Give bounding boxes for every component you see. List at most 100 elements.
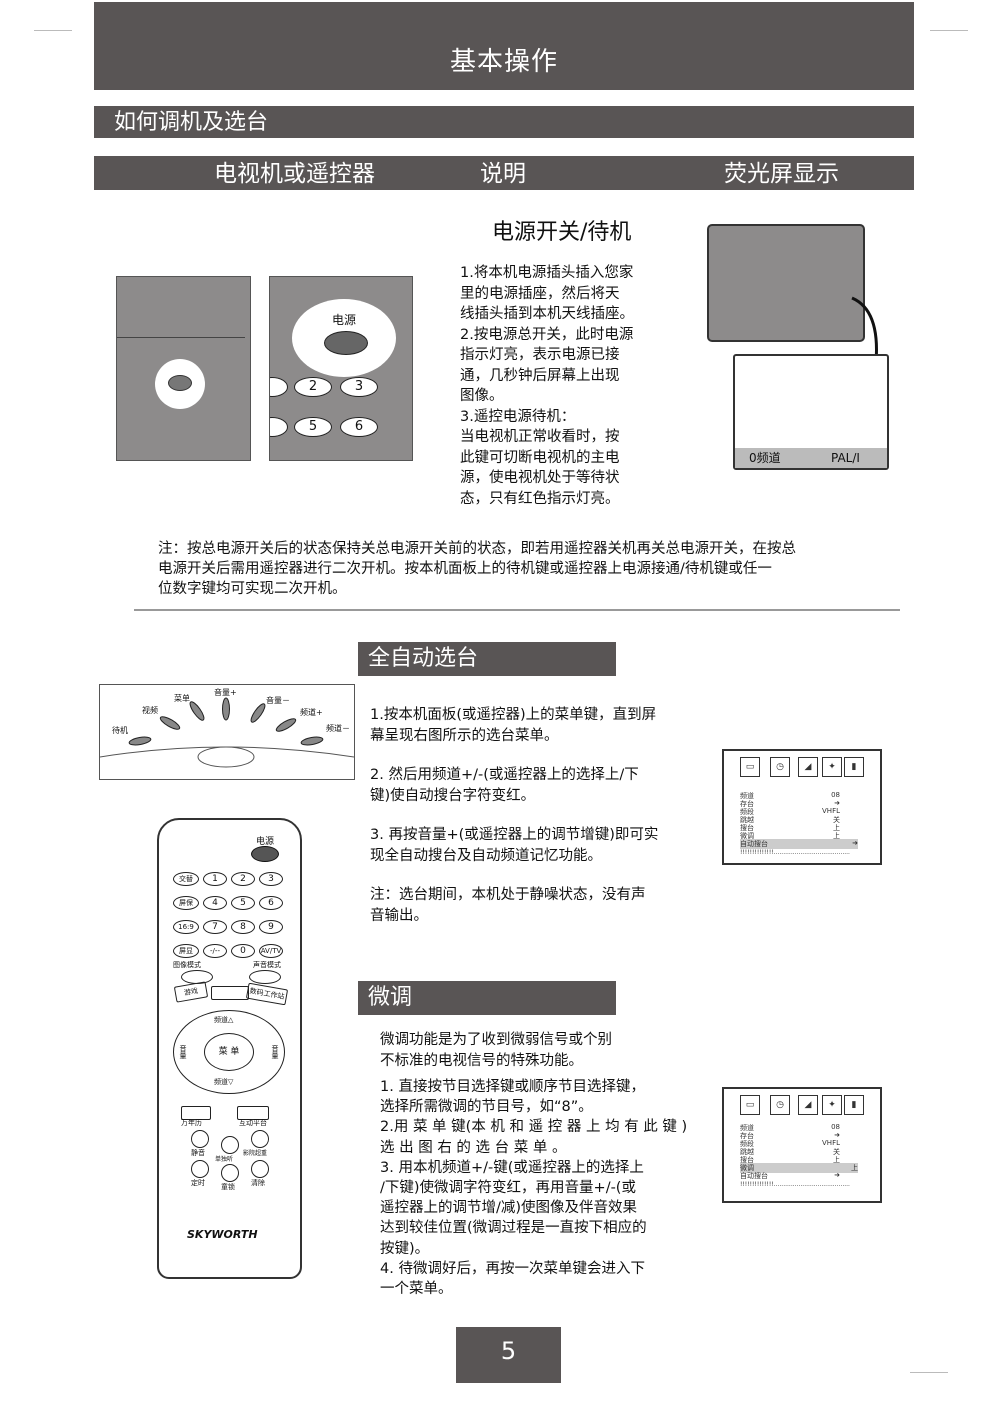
key-3[interactable]: 3 <box>340 377 378 397</box>
menu-item-label: 频段 <box>740 808 754 816</box>
power-title: 电源开关/待机 <box>492 220 632 245</box>
remote-key[interactable]: 0 <box>231 944 255 958</box>
mute-button[interactable] <box>191 1130 209 1148</box>
fine-tune-title: 微调 <box>368 985 413 1010</box>
panel-label-standby: 待机 <box>112 726 128 735</box>
remote-key[interactable]: 屏保 <box>173 896 199 910</box>
trim-mark <box>34 30 72 31</box>
menu-item-value: 上 <box>833 832 840 840</box>
progress-bar: !!!!!!!!!!!!!!..........................… <box>740 849 850 856</box>
remote-key[interactable]: 9 <box>259 920 283 934</box>
key-6[interactable]: 6 <box>340 417 378 437</box>
tv-side-image <box>116 276 251 461</box>
timer-label: 定时 <box>191 1179 205 1187</box>
screen-on: 0频道 PAL/I <box>733 354 889 470</box>
solo-listen-button[interactable] <box>221 1136 239 1154</box>
solo-listen-label: 单独听 <box>215 1156 234 1163</box>
remote-power-button[interactable] <box>251 846 279 862</box>
remote-key[interactable]: 交替 <box>173 872 199 886</box>
calendar-button[interactable] <box>181 1106 211 1120</box>
remote-key[interactable]: 屏显 <box>173 944 199 958</box>
timer-button[interactable] <box>191 1160 209 1178</box>
panel-label-vol-down: 音量－ <box>266 696 290 705</box>
direction-pad[interactable]: 频道△ 频道▽ 音量 音量 菜 单 <box>173 1010 285 1094</box>
remote-key[interactable]: 8 <box>231 920 255 934</box>
menu-item-label: 频道 <box>740 792 754 800</box>
fine-tune-intro: 微调功能是为了收到微弱信号或个别 不标准的电视信号的特殊功能。 <box>380 1032 612 1069</box>
calendar-label: 万年历 <box>181 1119 202 1127</box>
remote-closeup-image: 电源 2 3 5 6 <box>269 276 413 461</box>
interactive-button[interactable] <box>237 1106 269 1120</box>
remote-key[interactable]: AV/TV <box>259 944 283 958</box>
channel-down-label: 频道▽ <box>214 1078 234 1086</box>
power-label: 电源 <box>332 313 357 327</box>
remote-power-label: 电源 <box>256 837 275 847</box>
remote-key[interactable]: 6 <box>259 896 283 910</box>
auto-note: 注：选台期间，本机处于静噪状态，没有声 音输出。 <box>370 887 646 924</box>
key-5[interactable]: 5 <box>294 417 332 437</box>
menu-item-label: 微调 <box>740 832 754 840</box>
menu-item-label: 跳越 <box>740 1148 754 1156</box>
trim-mark <box>910 1372 948 1373</box>
panel-label-ch-down: 频道－ <box>326 724 350 733</box>
auto-search-header: 全自动选台 <box>358 636 622 676</box>
picture-mode-button[interactable] <box>181 970 213 984</box>
osd-system: PAL/I <box>831 451 860 465</box>
clear-label: 清除 <box>251 1179 265 1187</box>
key-2[interactable]: 2 <box>294 377 332 397</box>
panel-label-menu: 菜单 <box>174 694 190 703</box>
remote-key[interactable]: -/-- <box>203 944 227 958</box>
screen-off <box>707 224 865 342</box>
menu-item-label: 频段 <box>740 1140 754 1148</box>
remote-key[interactable]: 3 <box>259 872 283 886</box>
section-title: 如何调机及选台 <box>94 106 914 138</box>
page-title: 基本操作 <box>94 2 914 90</box>
tv-icon: ▭ <box>740 757 760 777</box>
menu-item-value: ➜ <box>834 799 840 807</box>
remote-key[interactable]: 4 <box>203 896 227 910</box>
menu-button[interactable]: 菜 单 <box>204 1033 254 1071</box>
progress-bar: !!!!!!!!!!!!!!..........................… <box>740 1181 850 1188</box>
sound-mode-button[interactable] <box>249 970 281 984</box>
remote-key[interactable]: 16:9 <box>173 920 199 934</box>
fine-tune-steps: 1. 直接按节目选择键或顺序节目选择键， 选择所需微调的节目号，如“8”。 2.… <box>380 1079 688 1298</box>
channel-up-label: 频道△ <box>214 1016 234 1024</box>
clock-icon: ◷ <box>770 1095 790 1115</box>
game-button[interactable]: 游戏 <box>173 981 209 1003</box>
remote-key[interactable]: 5 <box>231 896 255 910</box>
column-header: 电视机或遥控器 说明 荧光屏显示 <box>94 156 914 190</box>
power-button[interactable] <box>168 375 192 391</box>
menu-item-label: 搜台 <box>740 824 754 832</box>
divider <box>134 609 900 611</box>
remote-key[interactable]: 7 <box>203 920 227 934</box>
tv-icon: ▭ <box>740 1095 760 1115</box>
menu-item-label: 跳越 <box>740 816 754 824</box>
fine-tune-header: 微调 <box>358 975 622 1015</box>
menu-item-label: 自动搜台 <box>740 1172 768 1180</box>
auto-search-title: 全自动选台 <box>368 646 479 671</box>
remote-key[interactable]: 1 <box>203 872 227 886</box>
power-key[interactable] <box>324 331 368 355</box>
digital-workstation-button[interactable]: 数码工作站 <box>245 982 289 1006</box>
panel-label-video: 视频 <box>142 706 158 715</box>
antenna-icon: ✦ <box>822 757 842 777</box>
cinema-bass-button[interactable] <box>251 1130 269 1148</box>
picture-mode-label: 图像模式 <box>173 961 201 969</box>
menu-item-label: 自动搜台 <box>740 840 768 848</box>
remote-key[interactable]: 2 <box>231 872 255 886</box>
menu-item-value: 上 <box>851 1164 858 1172</box>
antenna-icon: ✦ <box>822 1095 842 1115</box>
clear-button[interactable] <box>251 1160 269 1178</box>
brand-logo: SKYWORTH <box>187 1228 258 1241</box>
child-lock-label: 童锁 <box>221 1183 235 1191</box>
power-steps: 1.将本机电源插头插入您家 里的电源插座，然后将天 线插头插到本机天线插座。 2… <box>460 265 634 507</box>
volume-down-label: 音量 <box>179 1045 187 1059</box>
child-lock-button[interactable] <box>221 1164 239 1182</box>
picture-icon: ◢ <box>798 757 818 777</box>
note-power: 注：按总电源开关后的状态保持关总电源开关前的状态，即若用遥控器关机再关总电源开关… <box>158 541 796 597</box>
picture-icon: ◢ <box>798 1095 818 1115</box>
column-screen: 荧光屏显示 <box>724 161 839 187</box>
